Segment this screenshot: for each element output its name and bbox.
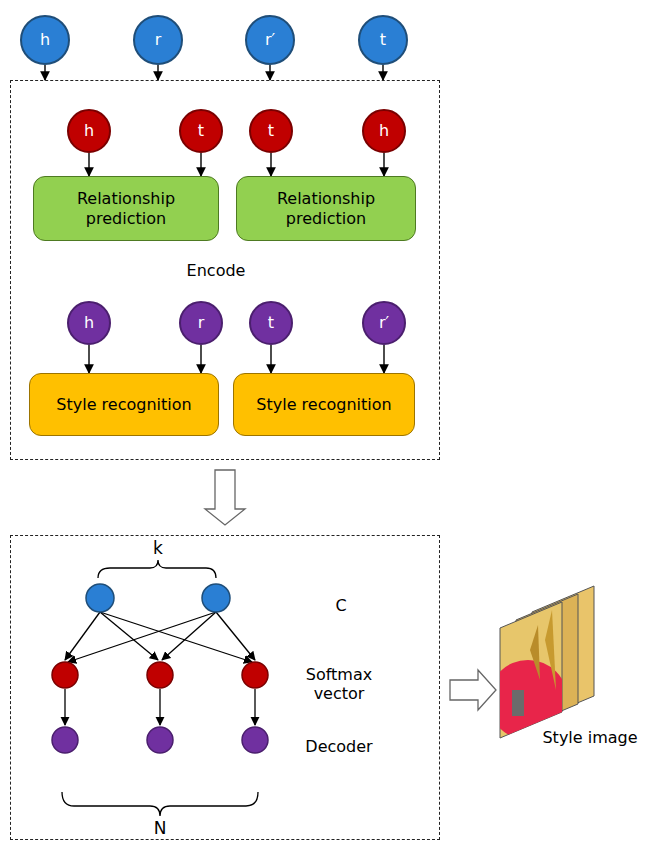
node-text: r [198,313,205,332]
style-image: Style image [492,592,646,754]
network-drawing [62,560,258,816]
node-text: r′ [265,30,275,49]
node-text: Style recognition [56,395,191,414]
entity-circle: r [179,301,223,345]
process-box: Style recognition [29,373,219,436]
arrow-connector [200,345,201,373]
entity-circle: r [133,15,183,65]
entity-circle: h [362,109,406,153]
arrow-connector [270,153,271,176]
encoder-group: htthRelationship predictionRelationship … [10,80,440,460]
arrow-connector [382,65,383,80]
node-text: Style image [542,728,637,747]
node-text: r′ [379,313,389,332]
node-text: Encode [187,261,246,280]
arrow-connector [157,65,158,80]
entity-circle: r′ [245,15,295,65]
arrow-connector [88,345,89,373]
entity-circle: h [20,15,70,65]
node-text: h [84,121,94,140]
entity-circle: t [358,15,408,65]
node-text: Relationship prediction [56,189,196,227]
process-box: Style recognition [233,373,415,436]
node-text: h [40,30,50,49]
process-box: Relationship prediction [236,176,416,241]
node-text: Softmax vector [299,665,379,703]
k-brace [98,560,216,578]
entity-circle: t [249,301,293,345]
entity-circle: r′ [362,301,406,345]
entity-circle: t [249,109,293,153]
arrow-connector [88,153,89,176]
entity-circle: h [67,109,111,153]
node-text: h [379,121,389,140]
arrow-connector [44,65,45,80]
arrow-connector [200,153,201,176]
node-text: h [84,313,94,332]
entity-circle: h [67,301,111,345]
node-text: C [335,596,346,615]
arrow-connector [383,345,384,373]
brace-label: k [153,538,163,558]
node-text: t [268,121,274,140]
decoder-group: C Softmax vectorDecoder [10,535,440,840]
arrow-connector [269,65,270,80]
node-text: r [155,30,162,49]
node-text: Decoder [305,737,372,756]
entity-circle: t [179,109,223,153]
process-box: Relationship prediction [33,176,219,241]
brace-label: N [154,818,167,838]
node-text: t [380,30,386,49]
network-nodes [52,584,268,753]
node-text: t [268,313,274,332]
n-brace [62,792,258,816]
node-text: Style recognition [256,395,391,414]
arrow-connector [270,345,271,373]
style-image-stack [488,586,594,740]
block-arrow [450,670,496,710]
node-text: Relationship prediction [256,189,396,227]
arrow-connector [383,153,384,176]
node-text: t [198,121,204,140]
block-arrow [205,470,245,525]
